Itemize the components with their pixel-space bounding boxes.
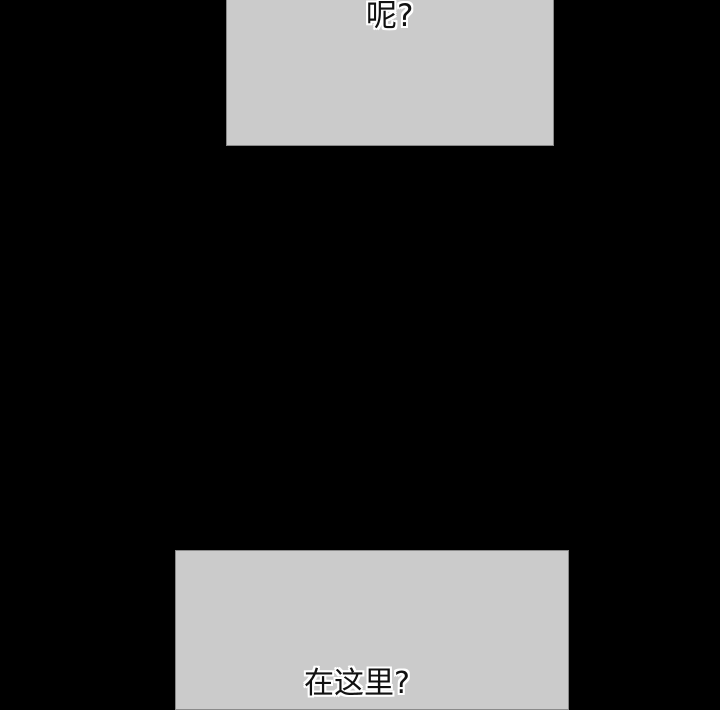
caption-top: 呢? [366, 0, 414, 34]
comic-panel-top [226, 0, 554, 146]
caption-bottom: 在这里? [304, 666, 410, 701]
comic-panel-bottom [175, 550, 569, 710]
